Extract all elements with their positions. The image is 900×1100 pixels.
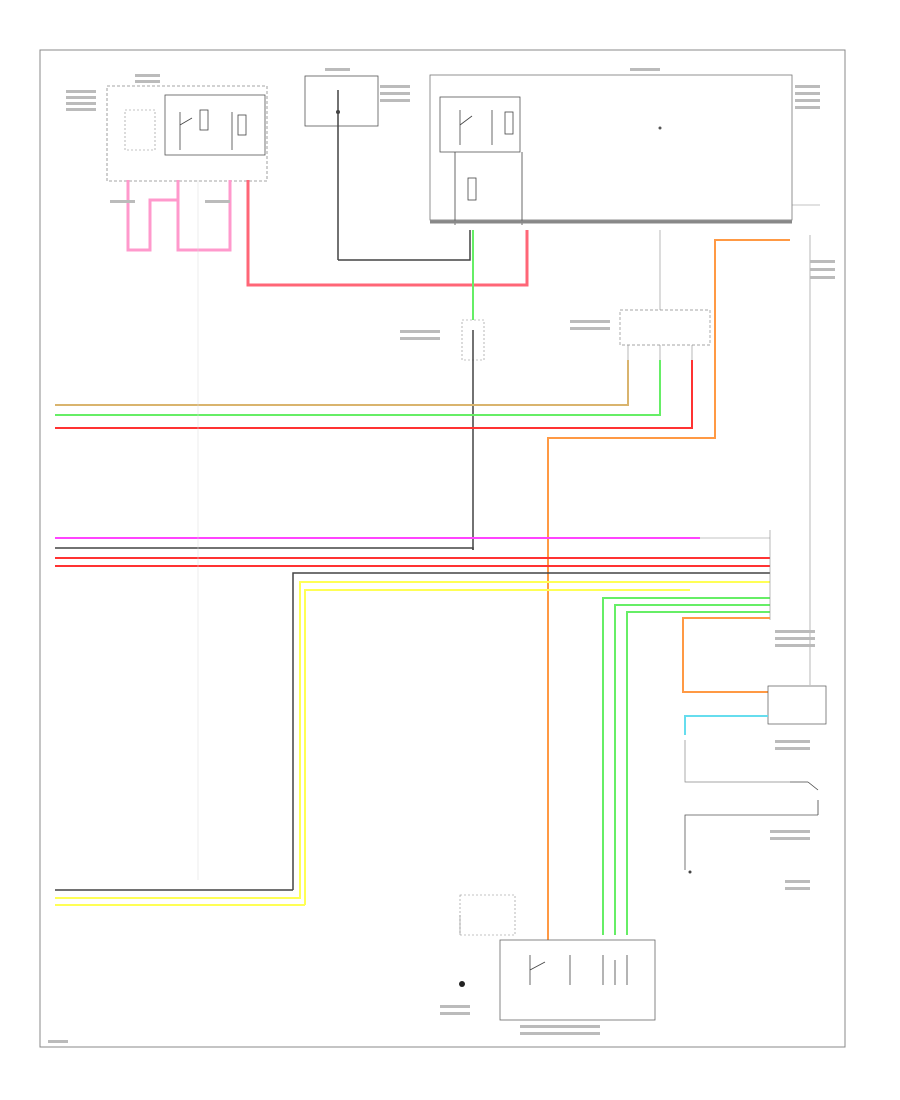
green-wire-center (55, 230, 485, 550)
right-connector-pins (700, 530, 771, 620)
right-switch (684, 781, 819, 870)
ground-symbol (688, 870, 692, 874)
tiny-labels (48, 68, 835, 1043)
orange-wire (547, 239, 790, 940)
top-middle-fuse-box (304, 75, 471, 261)
relay-coil (199, 109, 209, 131)
middle-harness-wires (55, 537, 770, 906)
orange-u-wire (682, 617, 827, 725)
green-wires-to-switch (602, 597, 770, 935)
internal-relay-box (439, 96, 521, 153)
sensor-component (767, 685, 827, 725)
upper-harness-wires (55, 360, 693, 429)
right-side-connector (792, 204, 820, 685)
bottom-switch-assembly (459, 894, 656, 1021)
top-right-control-module (429, 74, 793, 225)
middle-right-connector-block (619, 230, 711, 360)
diagram-border (39, 49, 846, 1048)
relay-box (164, 94, 266, 156)
pink-loop-wires (126, 180, 529, 287)
ground-point (459, 981, 465, 987)
control-module-outline (429, 74, 793, 221)
cyan-wire (684, 715, 790, 783)
switch-assembly-outline (499, 939, 656, 1021)
fuse-symbol (467, 177, 477, 201)
top-left-relay-block (106, 85, 268, 182)
relay-block-dashed-outline (106, 85, 268, 182)
